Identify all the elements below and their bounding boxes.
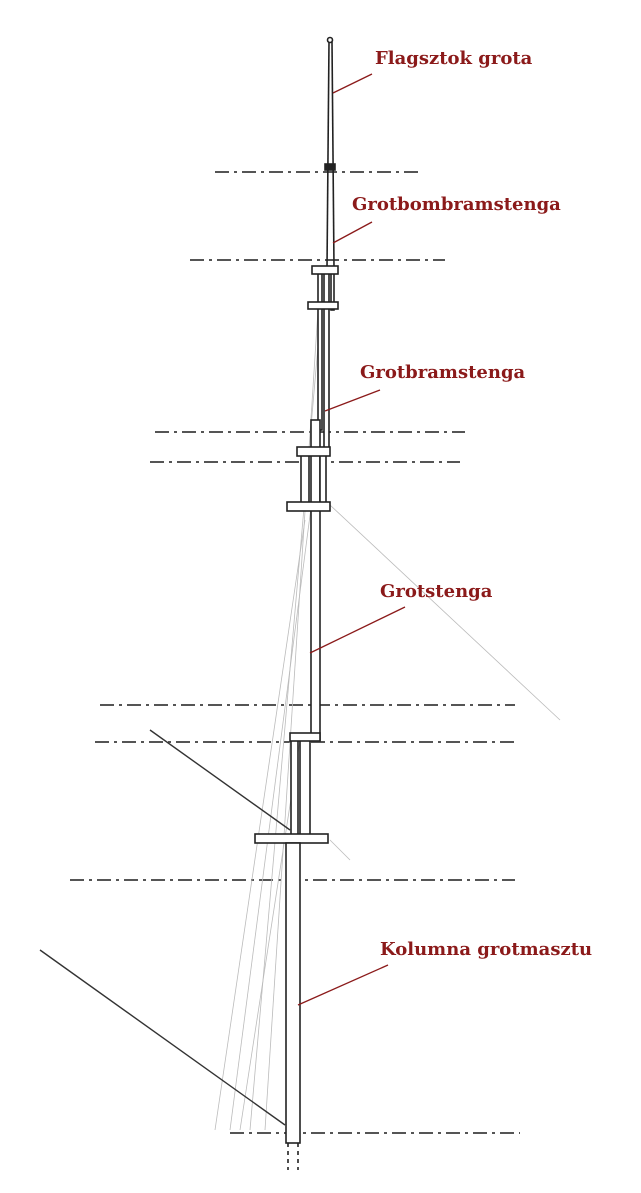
leader-line-flagpole xyxy=(332,73,373,94)
label-lower-mast: Kolumna grotmasztu xyxy=(380,939,593,960)
label-topgallant-mast: Grotbramstenga xyxy=(360,362,526,383)
label-royal-mast: Grotbombramstenga xyxy=(352,194,561,215)
mast xyxy=(254,36,339,1170)
leader-line-lower-mast xyxy=(297,964,389,1006)
leader-line-topgallant-mast xyxy=(324,389,381,412)
leader-line-topmast xyxy=(309,606,406,654)
label-topmast: Grotstenga xyxy=(380,581,493,602)
leader-lines xyxy=(297,73,406,1006)
rigging xyxy=(214,299,561,1131)
leader-line-royal-mast xyxy=(332,221,373,244)
stays xyxy=(39,729,291,1126)
label-flagpole: Flagsztok grota xyxy=(375,48,533,69)
